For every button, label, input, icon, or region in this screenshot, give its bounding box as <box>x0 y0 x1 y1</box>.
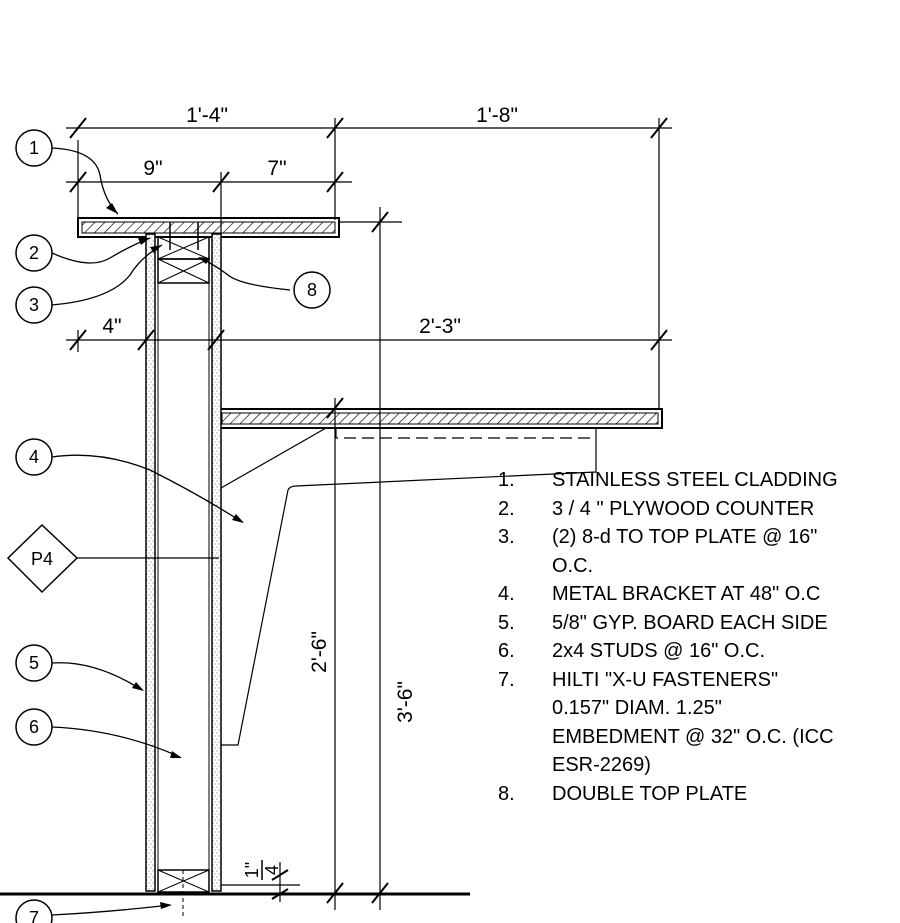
note-number: 6. <box>498 640 515 662</box>
callout-1: 1 <box>15 129 53 167</box>
dim-lower-counter-depth: 2'-3" <box>419 315 461 338</box>
note-text: 3 / 4 " PLYWOOD COUNTER <box>552 497 815 520</box>
svg-text:7: 7 <box>29 908 39 923</box>
dimension-lines <box>66 117 672 910</box>
dim-upper-counter-height: 3'-6" <box>394 681 417 723</box>
lower-counter <box>219 408 663 429</box>
note-line: 0.157" DIAM. 1.25" <box>498 694 900 723</box>
note-text: O.C. <box>552 554 594 577</box>
stud-wall <box>145 233 222 892</box>
note-number <box>498 751 552 780</box>
note-text: (2) 8-d TO TOP PLATE @ 16" <box>552 526 818 548</box>
callout-3: 3 <box>15 286 53 324</box>
note-line: ESR-2269) <box>498 751 900 780</box>
svg-text:3: 3 <box>29 295 39 315</box>
note-text: DOUBLE TOP PLATE <box>552 782 748 805</box>
note-line: 6. 2x4 STUDS @ 16" O.C. <box>498 637 900 666</box>
bottom-plate <box>157 869 210 918</box>
svg-text:1": 1" <box>242 862 262 878</box>
note-number: 8. <box>498 782 515 805</box>
note-text: STAINLESS STEEL CLADDING <box>552 469 838 491</box>
note-text: ESR-2269) <box>552 754 651 776</box>
svg-text:1: 1 <box>29 138 39 158</box>
note-line: 7. HILTI "X-U FASTENERS" <box>498 666 900 695</box>
note-number <box>498 552 552 581</box>
note-text: 5/8" GYP. BOARD EACH SIDE <box>552 611 828 634</box>
note-text: METAL BRACKET AT 48" O.C <box>552 583 821 605</box>
note-text: 2x4 STUDS @ 16" O.C. <box>552 640 766 662</box>
note-line: O.C. <box>498 552 900 581</box>
note-number: 1. <box>498 469 515 491</box>
note-number: 3. <box>498 526 515 548</box>
note-line: 2. 3 / 4 " PLYWOOD COUNTER <box>498 495 900 524</box>
svg-text:8: 8 <box>307 280 317 300</box>
note-line: 1. STAINLESS STEEL CLADDING <box>498 466 900 495</box>
note-text: EMBEDMENT @ 32" O.C. (ICC <box>552 725 834 748</box>
note-line: 5. 5/8" GYP. BOARD EACH SIDE <box>498 609 900 638</box>
dim-wall-offset: 4" <box>102 315 121 338</box>
callout-6: 6 <box>15 708 53 746</box>
callout-leaders <box>51 147 291 916</box>
metal-bracket <box>220 427 597 746</box>
svg-text:4: 4 <box>29 447 39 467</box>
callout-7: 7 <box>15 899 53 923</box>
note-number <box>498 723 552 752</box>
upper-counter <box>77 217 340 238</box>
leader-arrowheads <box>106 203 244 909</box>
note-line: 3. (2) 8-d TO TOP PLATE @ 16" <box>498 523 900 552</box>
gyp-board-right <box>211 233 222 892</box>
note-number: 4. <box>498 583 515 605</box>
svg-text:P4: P4 <box>31 549 53 569</box>
dim-overhang-right: 7" <box>267 157 286 180</box>
svg-text:6: 6 <box>29 717 39 737</box>
svg-text:4: 4 <box>262 865 282 875</box>
note-number: 2. <box>498 497 515 520</box>
dim-counter-top-right: 1'-8" <box>476 104 518 127</box>
callout-8: 8 <box>293 271 331 309</box>
note-line: 8. DOUBLE TOP PLATE <box>498 780 900 809</box>
note-number <box>498 694 552 723</box>
general-notes-list: 1. STAINLESS STEEL CLADDING 2. 3 / 4 " PLYW… <box>498 466 900 808</box>
dim-lower-counter-height: 2'-6" <box>308 631 331 673</box>
note-text: HILTI "X-U FASTENERS" <box>552 668 779 691</box>
callout-2: 2 <box>15 234 53 272</box>
dim-overhang-left: 9" <box>143 157 162 180</box>
note-number: 5. <box>498 611 515 634</box>
partition-tag-p4: P4 <box>6 523 79 594</box>
dim-fraction: 1" 4 <box>242 860 282 880</box>
gyp-board-left <box>145 233 156 892</box>
note-number: 7. <box>498 668 515 691</box>
dim-counter-top-left: 1'-4" <box>186 104 228 127</box>
note-text: 0.157" DIAM. 1.25" <box>552 697 722 719</box>
svg-text:5: 5 <box>29 653 39 673</box>
svg-text:2: 2 <box>29 243 39 263</box>
callout-4: 4 <box>15 438 53 476</box>
note-line: EMBEDMENT @ 32" O.C. (ICC <box>498 723 900 752</box>
double-top-plate <box>157 222 210 284</box>
note-line: 4. METAL BRACKET AT 48" O.C <box>498 580 900 609</box>
callout-5: 5 <box>15 644 53 682</box>
